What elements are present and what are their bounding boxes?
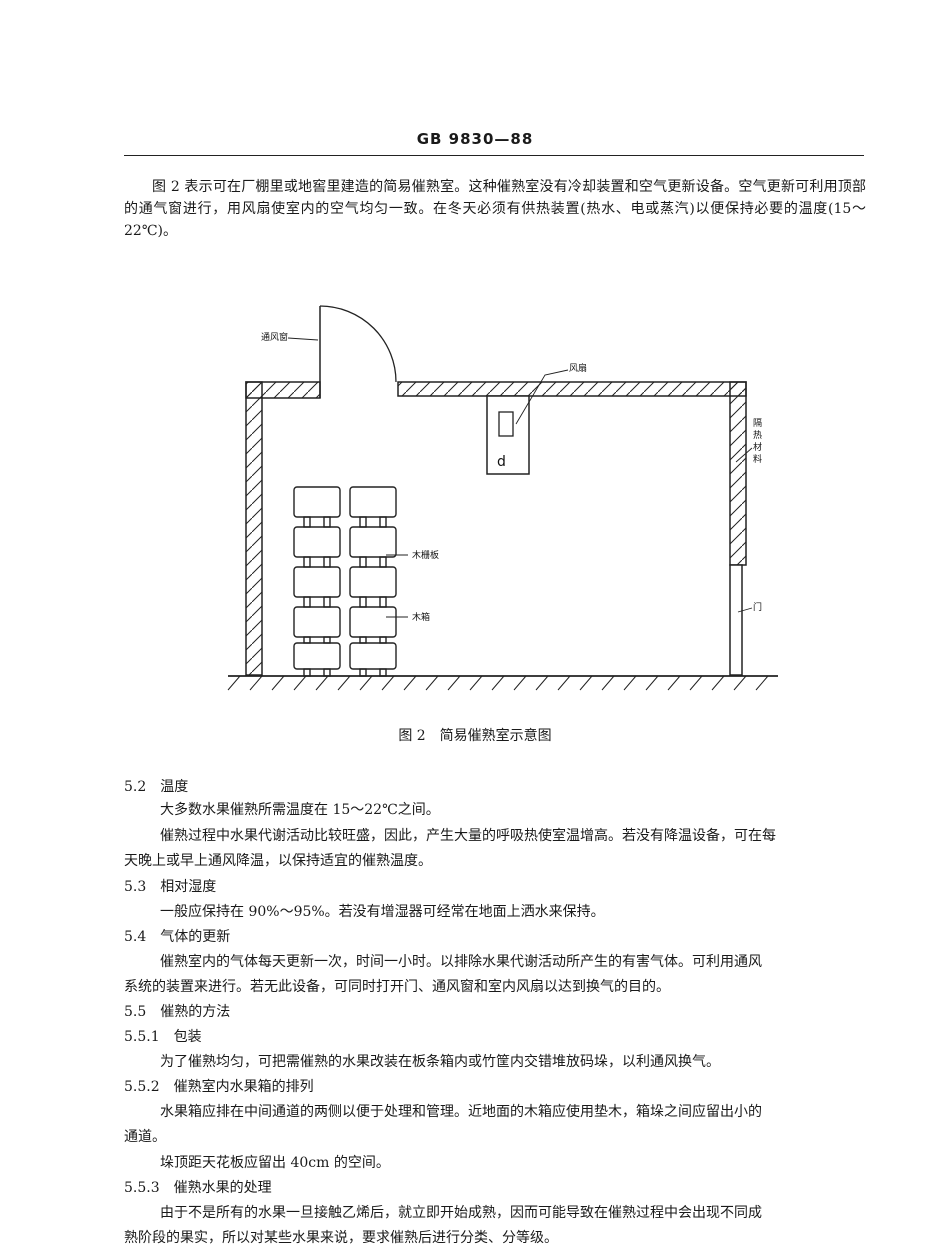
right-wall — [729, 381, 747, 566]
section-5-2-paragraph-1: 大多数水果催熟所需温度在 15～22℃之间。 — [160, 802, 440, 818]
section-5-5-3-paragraph-a: 由于不是所有的水果一旦接触乙烯后，就立即开始成熟，因而可能导致在催熟过程中会出现… — [160, 1205, 762, 1221]
section-5-4-heading: 5.4 气体的更新 — [124, 929, 231, 945]
fan-icon — [498, 411, 514, 437]
label-insulation-2: 热 — [753, 429, 762, 441]
section-5-2-heading: 5.2 温度 — [124, 779, 189, 795]
vent-window-arc — [319, 305, 397, 383]
left-wall — [245, 381, 263, 676]
label-insulation-4: 料 — [753, 453, 762, 465]
roof-right — [397, 381, 747, 397]
label-pallet: 木栅板 — [412, 549, 439, 561]
section-5-5-heading: 5.5 催熟的方法 — [124, 1004, 231, 1020]
page-header: GB 9830—88 — [416, 130, 534, 148]
section-5-4-paragraph-a: 催熟室内的气体每天更新一次，时间一小时。以排除水果代谢活动所产生的有害气体。可利… — [160, 954, 762, 970]
section-5-4-paragraph-b: 系统的装置来进行。若无此设备，可同时打开门、通风窗和室内风扇以达到换气的目的。 — [124, 979, 670, 995]
header-rule — [124, 155, 864, 156]
section-5-2-paragraph-2b: 天晚上或早上通风降温，以保持适宜的催熟温度。 — [124, 853, 432, 869]
label-insulation-1: 隔 — [753, 418, 762, 429]
section-5-5-2-heading: 5.5.2 催熟室内水果箱的排列 — [124, 1079, 314, 1095]
section-5-5-1-heading: 5.5.1 包装 — [124, 1029, 202, 1045]
section-5-3-heading: 5.3 相对湿度 — [124, 879, 217, 895]
label-vent-window: 通风窗 — [261, 331, 288, 343]
label-insulation-3: 材 — [753, 441, 762, 453]
section-5-3-paragraph: 一般应保持在 90%～95%。若没有增湿器可经常在地面上洒水来保持。 — [160, 904, 605, 920]
roof-left — [245, 381, 321, 399]
label-door: 门 — [753, 601, 762, 613]
fan-symbol: d — [497, 454, 506, 470]
section-5-5-3-heading: 5.5.3 催熟水果的处理 — [124, 1180, 272, 1196]
label-fan: 风扇 — [569, 362, 587, 374]
fan-housing — [486, 395, 530, 475]
section-5-5-1-paragraph: 为了催熟均匀，可把需催熟的水果改装在板条箱内或竹筐内交错堆放码垛，以利通风换气。 — [160, 1054, 720, 1070]
intro-text: 图 2 表示可在厂棚里或地窖里建造的简易催熟室。这种催熟室没有冷却装置和空气更新… — [124, 179, 866, 239]
section-5-5-2-paragraph-b: 通道。 — [124, 1129, 166, 1145]
box-stack-right — [349, 486, 397, 677]
section-5-5-2-paragraph-a: 水果箱应排在中间通道的两侧以便于处理和管理。近地面的木箱应使用垫木，箱垛之间应留… — [160, 1104, 762, 1120]
ripening-room-diagram: d — [227, 305, 778, 691]
door — [729, 564, 743, 676]
floor-hatching — [227, 675, 769, 691]
section-5-5-2-paragraph-2: 垛顶距天花板应留出 40cm 的空间。 — [160, 1155, 390, 1171]
label-box: 木箱 — [412, 611, 430, 623]
intro-paragraph: 图 2 表示可在厂棚里或地窖里建造的简易催熟室。这种催熟室没有冷却装置和空气更新… — [124, 176, 866, 242]
figure-caption: 图 2 简易催熟室示意图 — [398, 728, 552, 744]
section-5-5-3-paragraph-b: 熟阶段的果实，所以对某些水果来说，要求催熟后进行分类、分等级。 — [124, 1230, 558, 1246]
box-stack-left — [293, 486, 341, 677]
section-5-2-paragraph-2a: 催熟过程中水果代谢活动比较旺盛，因此，产生大量的呼吸热使室温增高。若没有降温设备… — [160, 828, 776, 844]
